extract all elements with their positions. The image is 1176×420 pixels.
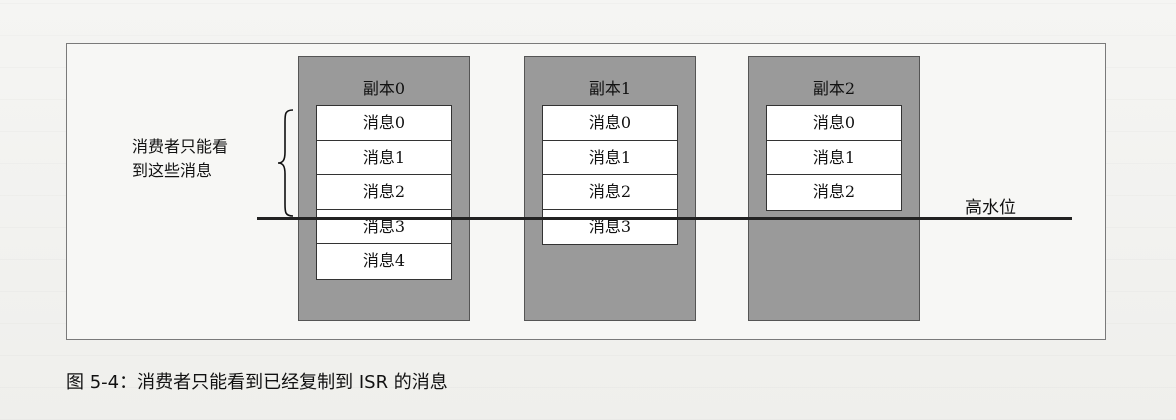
consumer-note-line-2: 到这些消息 (132, 161, 213, 180)
consumer-visibility-note: 消费者只能看 到这些消息 (132, 135, 282, 183)
replica-2-message-2: 消息2 (812, 182, 856, 201)
replica-0-message-3: 消息3 (317, 210, 451, 244)
replica-0-message-4: 消息4 (362, 251, 406, 270)
replica-1-message-2: 消息2 (543, 175, 677, 210)
figure-caption: 图 5-4：消费者只能看到已经复制到 ISR 的消息 (66, 372, 448, 393)
replica-0-message-2: 消息2 (317, 175, 451, 210)
replica-1-message-0: 消息0 (543, 106, 677, 141)
replica-0-box: 副本0 消息0 消息1 消息2 消息3 消息4 (298, 56, 470, 321)
consumer-note-line-1: 消费者只能看 (132, 137, 229, 156)
replica-2-messages: 消息0 消息1 消息2 (766, 105, 902, 211)
replica-1-message-1: 消息1 (543, 141, 677, 175)
high-watermark-label: 高水位 (965, 198, 1016, 218)
replica-1-message-3: 消息3 (588, 216, 632, 236)
replica-1-messages: 消息0 消息1 消息2 消息3 (542, 105, 678, 245)
replica-2-message-0: 消息0 (767, 106, 901, 141)
replica-0-messages: 消息0 消息1 消息2 消息3 消息4 (316, 105, 452, 280)
curly-brace-icon (277, 109, 294, 217)
replica-2-box: 副本2 消息0 消息1 消息2 (748, 56, 920, 321)
replica-0-title: 副本0 (362, 79, 406, 98)
replica-2-title: 副本2 (812, 79, 856, 98)
replica-2-message-1: 消息1 (767, 141, 901, 175)
replica-1-box: 副本1 消息0 消息1 消息2 消息3 (524, 56, 696, 321)
replica-0-message-0: 消息0 (317, 106, 451, 141)
high-watermark-line (257, 217, 1072, 220)
replica-0-message-1: 消息1 (317, 141, 451, 175)
replica-1-title: 副本1 (588, 79, 632, 98)
